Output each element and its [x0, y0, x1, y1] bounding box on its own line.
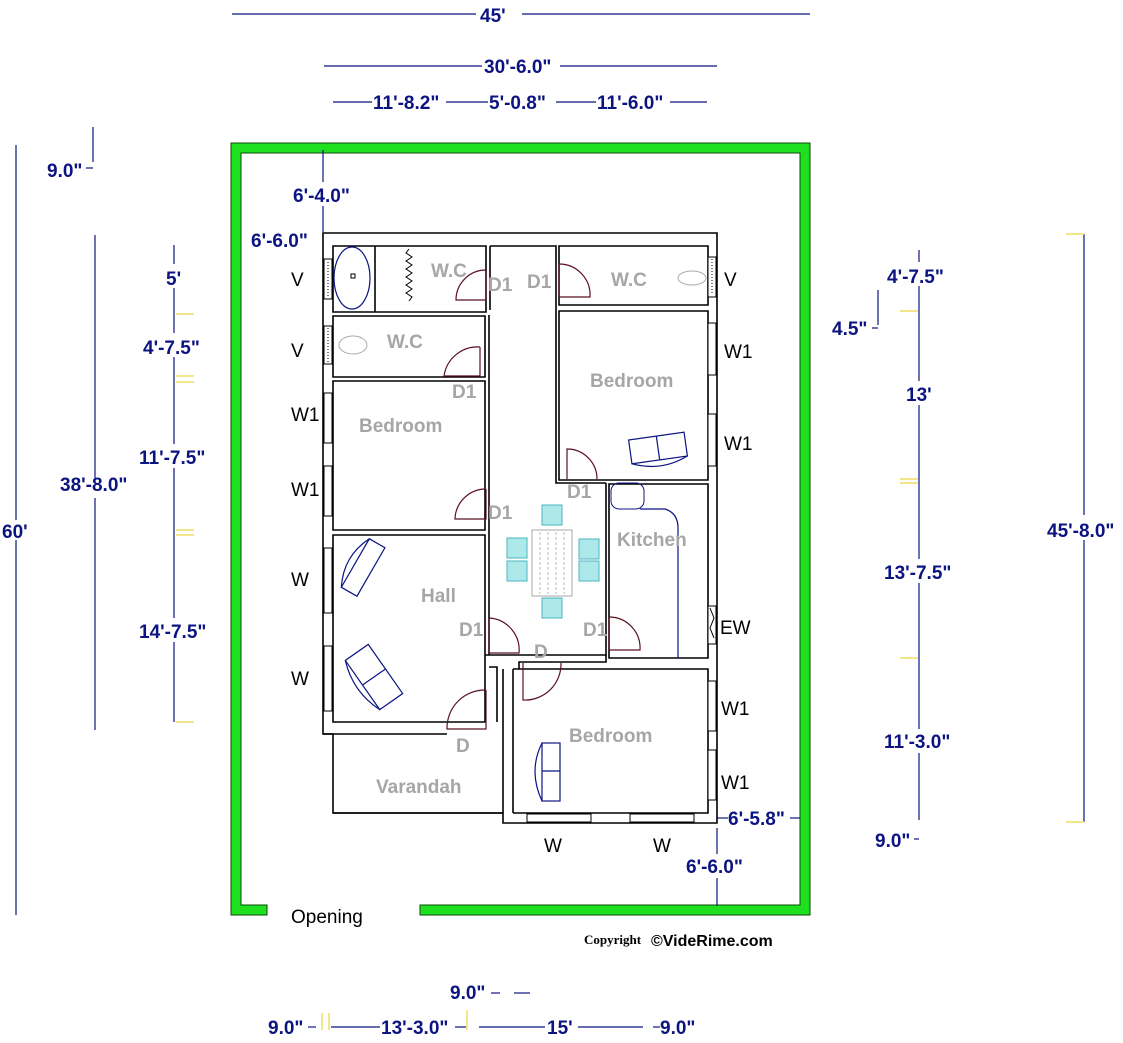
room-bedroom-bottom: Bedroom [569, 726, 652, 747]
window-w1-right-3: W1 [721, 699, 750, 720]
room-bedroom-left: Bedroom [359, 416, 442, 437]
door-labels: D1 D1 D1 D1 D1 D1 D1 D D [452, 272, 608, 757]
dim-seg-bottom: 9.0" [875, 831, 910, 852]
room-hall: Hall [421, 586, 456, 607]
dining-set [506, 504, 600, 619]
room-wc-left: W.C [387, 332, 423, 353]
dim-seg-bedroom-right: 13' [906, 385, 932, 406]
room-varandah: Varandah [376, 777, 462, 798]
dim-seg-wc2: 4'-7.5" [143, 338, 200, 359]
door-d1-wc-left: D1 [452, 382, 477, 403]
bottom-dimensions: 9.0" 9.0" 13'-3.0" 15' 9.0" [268, 983, 695, 1039]
fixtures [333, 246, 717, 658]
window-labels: V V V W1 W1 W W W1 W1 EW W1 W1 W W [291, 270, 753, 857]
window-w1-left-2: W1 [291, 480, 320, 501]
window-w-bottom-2: W [653, 836, 671, 857]
window-v-top-right: V [724, 270, 737, 291]
room-kitchen: Kitchen [617, 530, 687, 551]
dim-house-depth-right: 45'-8.0" [1047, 521, 1114, 542]
dim-seg-kitchen: 13'-7.5" [884, 563, 951, 584]
door-d1-bedroom-left: D1 [488, 503, 513, 524]
dim-overall-width: 45' [480, 6, 506, 27]
copyright-brand: ©VideRime.com [651, 933, 773, 950]
door-d-bedroom-bottom: D [534, 642, 548, 663]
room-bedroom-right: Bedroom [590, 371, 673, 392]
door-d1-hall: D1 [459, 620, 484, 641]
sofas [340, 431, 689, 802]
windows [323, 256, 717, 823]
dim-seg-hall: 14'-7.5" [139, 622, 206, 643]
door-d1-kitchen: D1 [583, 620, 608, 641]
left-dimensions: 60' 38'-8.0" 9.0" 5' 4'-7.5" 11'-7.5" 14… [2, 127, 358, 915]
plot-boundary [230, 142, 811, 916]
room-labels: W.C W.C W.C Bedroom Bedroom Kitchen Hall… [359, 261, 687, 798]
dim-seg-gap: 4.5" [832, 319, 867, 340]
dim-seg-right: 15' [547, 1018, 573, 1039]
room-wc-top-left: W.C [431, 261, 467, 282]
dim-overall-depth: 60' [2, 522, 28, 543]
door-d1-wc-top-left: D1 [488, 275, 513, 296]
window-w-bottom-1: W [544, 836, 562, 857]
door-d-main: D [456, 736, 470, 757]
window-w-left-2: W [291, 669, 309, 690]
dim-top-setback: 9.0" [47, 161, 82, 182]
doors [443, 263, 641, 730]
dim-left-wall: 9.0" [268, 1018, 303, 1039]
dim-seg-bedroom: 11'-7.5" [139, 448, 205, 469]
right-dimensions: 45'-8.0" 4'-7.5" 4.5" 13' 13'-7.5" 11'-3… [684, 233, 1114, 906]
dim-gap-top: 9.0" [450, 983, 485, 1004]
dim-seg-left: 13'-3.0" [381, 1018, 448, 1039]
top-dimensions: 45' 30'-6.0" 11'-8.2" 5'-0.8" 11'-6.0" [232, 6, 810, 114]
door-d1-bedroom-right: D1 [567, 482, 592, 503]
window-w1-right-1: W1 [724, 342, 753, 363]
window-v-top-left: V [291, 270, 304, 291]
dim-seg-bedroom2: 11'-3.0" [884, 732, 950, 753]
window-ew-right: EW [720, 618, 751, 639]
dim-seg-wc-right: 4'-7.5" [887, 267, 944, 288]
window-v-left: V [291, 341, 304, 362]
window-w1-left-1: W1 [291, 405, 320, 426]
dim-side-setback-right: 6'-5.8" [728, 809, 785, 830]
dim-rear-setback: 6'-6.0" [686, 857, 743, 878]
house-walls [322, 232, 718, 824]
opening-label: Opening [291, 907, 363, 928]
dim-segment-left: 11'-8.2" [373, 93, 439, 114]
door-d1-wc-top-right: D1 [527, 272, 552, 293]
dim-house-width: 30'-6.0" [484, 57, 551, 78]
dim-right-wall: 9.0" [660, 1018, 695, 1039]
dim-house-depth: 38'-8.0" [60, 475, 127, 496]
window-w-left-1: W [291, 570, 309, 591]
dim-segment-right: 11'-6.0" [597, 93, 663, 114]
window-w1-right-2: W1 [724, 434, 753, 455]
room-wc-top-right: W.C [611, 270, 647, 291]
dim-side-setback-left: 6'-6.0" [251, 231, 308, 252]
dim-seg-wc1: 5' [166, 269, 181, 290]
dim-segment-middle: 5'-0.8" [489, 93, 546, 114]
window-w1-right-4: W1 [721, 773, 750, 794]
dim-front-setback: 6'-4.0" [293, 186, 350, 207]
copyright-prefix: Copyright [584, 932, 642, 947]
